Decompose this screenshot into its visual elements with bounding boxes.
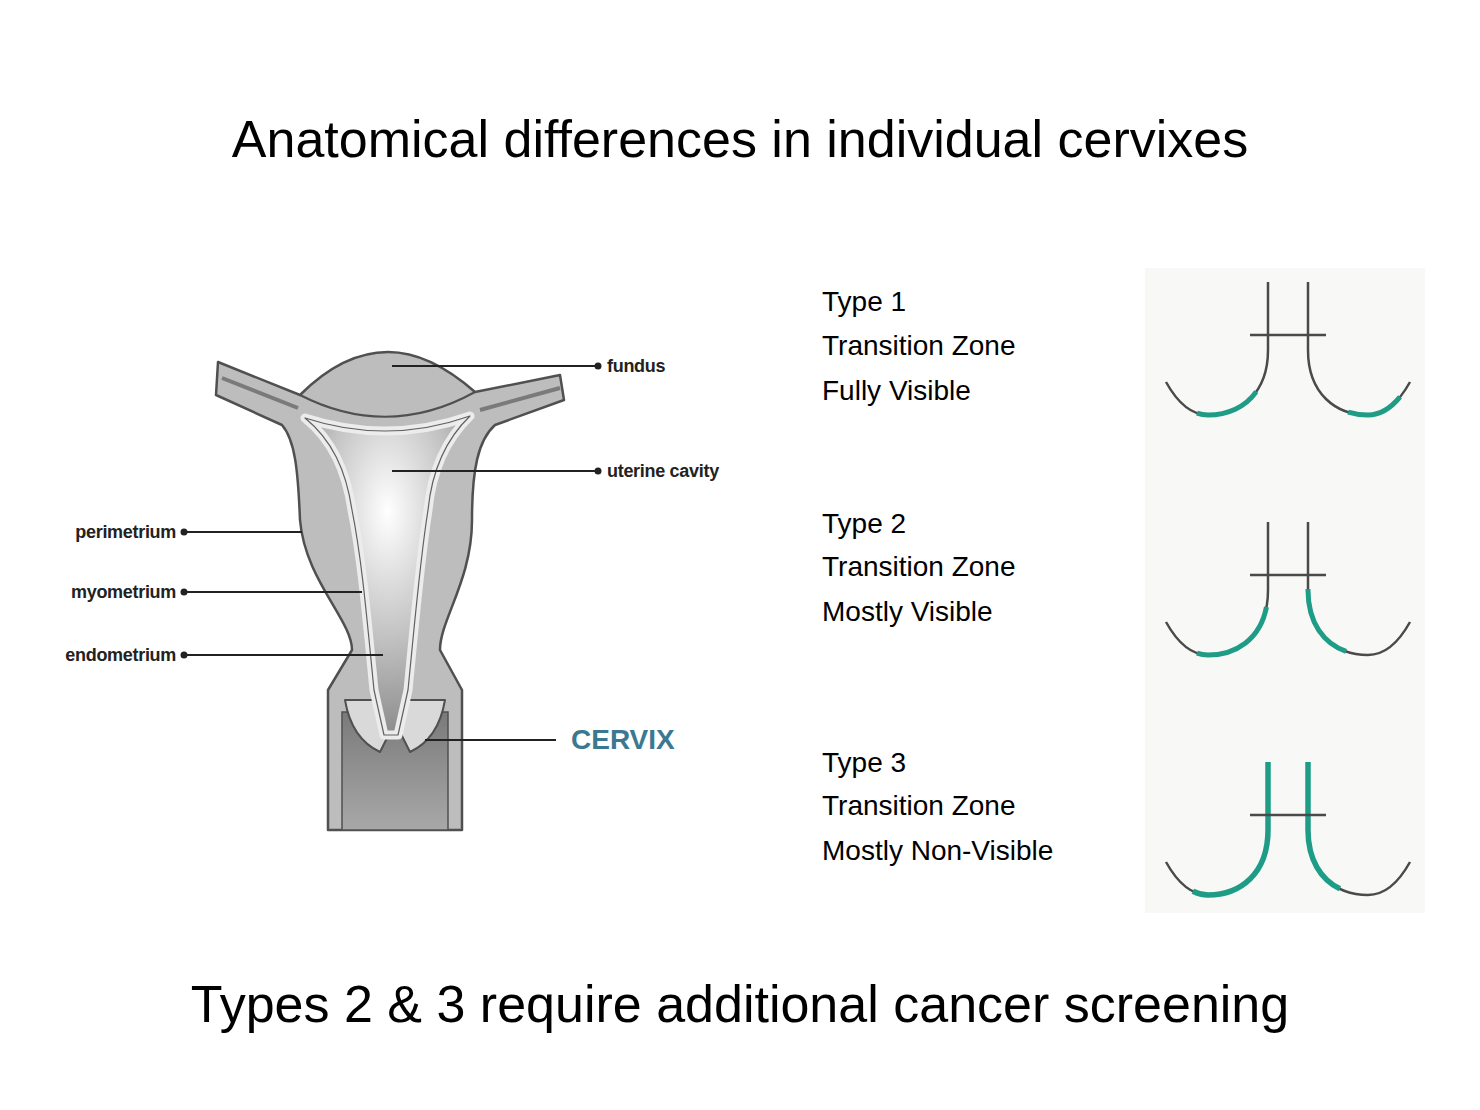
part-label: myometrium: [71, 582, 176, 603]
part-label: uterine cavity: [607, 461, 719, 482]
tube-stripe: [222, 378, 298, 408]
part-label: perimetrium: [75, 522, 176, 543]
type-label: Mostly Visible: [822, 596, 993, 628]
fundus-line: [300, 392, 475, 417]
cervix-outline: [1166, 762, 1268, 895]
leader-line: [184, 531, 302, 533]
uterine-cavity: [305, 416, 470, 735]
transition-zone: [1166, 522, 1268, 655]
type-label: Transition Zone: [822, 330, 1016, 362]
type-label: Type 1: [822, 286, 906, 318]
cervix-outline: [1166, 282, 1268, 415]
leader-line: [184, 654, 383, 656]
transition-zone: [1166, 762, 1268, 895]
leader-line: [425, 739, 556, 741]
transition-zone: [1308, 762, 1410, 895]
leader-line: [392, 470, 598, 472]
leader-dot: [181, 529, 188, 536]
tube-stripe: [480, 388, 560, 410]
part-label: endometrium: [65, 645, 176, 666]
type-label: Fully Visible: [822, 375, 971, 407]
type-label: Mostly Non-Visible: [822, 835, 1053, 867]
leader-dot: [595, 363, 602, 370]
part-label: fundus: [607, 356, 665, 377]
leader-line: [184, 591, 362, 593]
type-label: Transition Zone: [822, 551, 1016, 583]
leader-line: [392, 365, 598, 367]
caption: Types 2 & 3 require additional cancer sc…: [0, 975, 1480, 1035]
title: Anatomical differences in individual cer…: [0, 110, 1480, 170]
type-label: Type 2: [822, 508, 906, 540]
leader-dot: [595, 468, 602, 475]
cervix-outline: [1308, 282, 1410, 415]
transition-zone: [1166, 282, 1268, 415]
panel-background: [1145, 268, 1425, 913]
type-label: Transition Zone: [822, 790, 1016, 822]
cervix-bar: [1250, 574, 1326, 577]
transition-zone: [1308, 282, 1410, 415]
cervix-bar: [1250, 814, 1326, 817]
leader-dot: [181, 652, 188, 659]
type-label: Type 3: [822, 747, 906, 779]
leader-dot: [181, 589, 188, 596]
cervix-outline: [1308, 522, 1410, 655]
cervix-bar: [1250, 334, 1326, 337]
cervix-outline: [1166, 522, 1268, 655]
transition-zone: [1308, 522, 1410, 655]
cervix-label: CERVIX: [571, 724, 675, 756]
cervix-outline: [1308, 762, 1410, 895]
endometrium-lining: [305, 416, 470, 735]
